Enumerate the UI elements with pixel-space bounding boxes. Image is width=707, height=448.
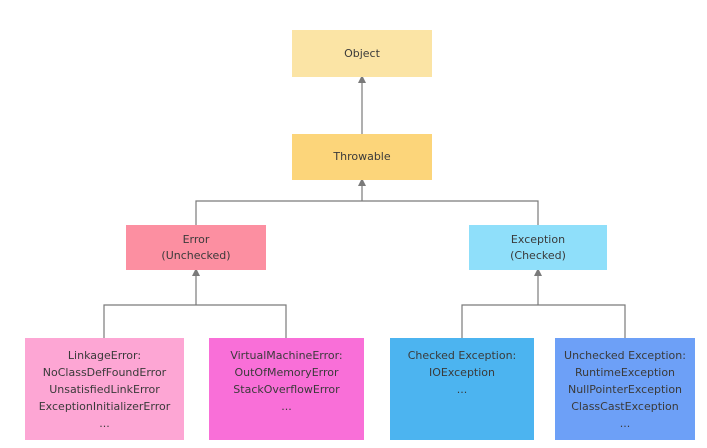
checked-exception-title: Checked Exception: — [407, 349, 517, 362]
linkage-error-node: LinkageError: NoClassDefFoundError Unsat… — [25, 338, 184, 440]
unchecked-exception-title: Unchecked Exception: — [564, 349, 686, 362]
linkage-error-item: ExceptionInitializerError — [38, 400, 171, 413]
connector-error-children — [103, 304, 287, 338]
unchecked-exception-item: RuntimeException — [574, 366, 676, 379]
unchecked-exception-ellipsis: ... — [619, 417, 631, 430]
object-label: Object — [344, 46, 380, 60]
connector-error-throwable — [195, 200, 539, 225]
throwable-label: Throwable — [333, 150, 391, 163]
vm-error-title: VirtualMachineError: — [230, 349, 343, 362]
vm-error-node: VirtualMachineError: OutOfMemoryError St… — [209, 338, 364, 440]
checked-exception-item: IOException — [428, 366, 496, 379]
checked-exception-node: Checked Exception: IOException ... — [390, 338, 534, 440]
exception-label: Exception — [510, 232, 566, 246]
unchecked-exception-item: NullPointerException — [567, 383, 683, 396]
object-node: Object — [292, 30, 432, 77]
vm-error-item: StackOverflowError — [233, 383, 340, 396]
checked-exception-ellipsis: ... — [456, 383, 468, 396]
error-node: Error (Unchecked) — [126, 225, 266, 270]
connector-exception-children — [461, 304, 626, 338]
unchecked-exception-item: ClassCastException — [571, 400, 679, 413]
error-label: Error — [182, 232, 210, 246]
linkage-error-title: LinkageError: — [67, 349, 142, 362]
unchecked-exception-node: Unchecked Exception: RuntimeException Nu… — [555, 338, 695, 440]
vm-error-ellipsis: ... — [281, 400, 292, 413]
error-sublabel: (Unchecked) — [161, 248, 231, 262]
exception-sublabel: (Checked) — [510, 248, 566, 262]
linkage-error-ellipsis: ... — [99, 417, 110, 430]
linkage-error-item: UnsatisfiedLinkError — [49, 383, 160, 396]
throwable-node: Throwable — [292, 134, 432, 180]
linkage-error-item: NoClassDefFoundError — [42, 366, 167, 379]
exception-node: Exception (Checked) — [469, 225, 607, 270]
vm-error-item: OutOfMemoryError — [234, 366, 339, 379]
